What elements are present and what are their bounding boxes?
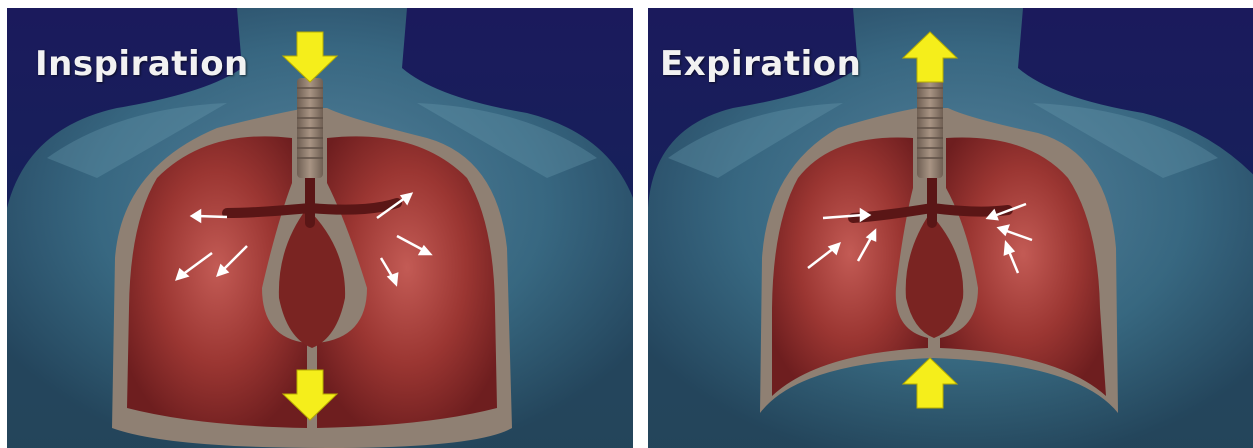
- panel-title: Inspiration: [35, 44, 249, 84]
- expiration-panel: Expiration: [648, 8, 1253, 448]
- panel-title: Expiration: [660, 44, 861, 84]
- inspiration-panel: Inspiration: [7, 8, 633, 448]
